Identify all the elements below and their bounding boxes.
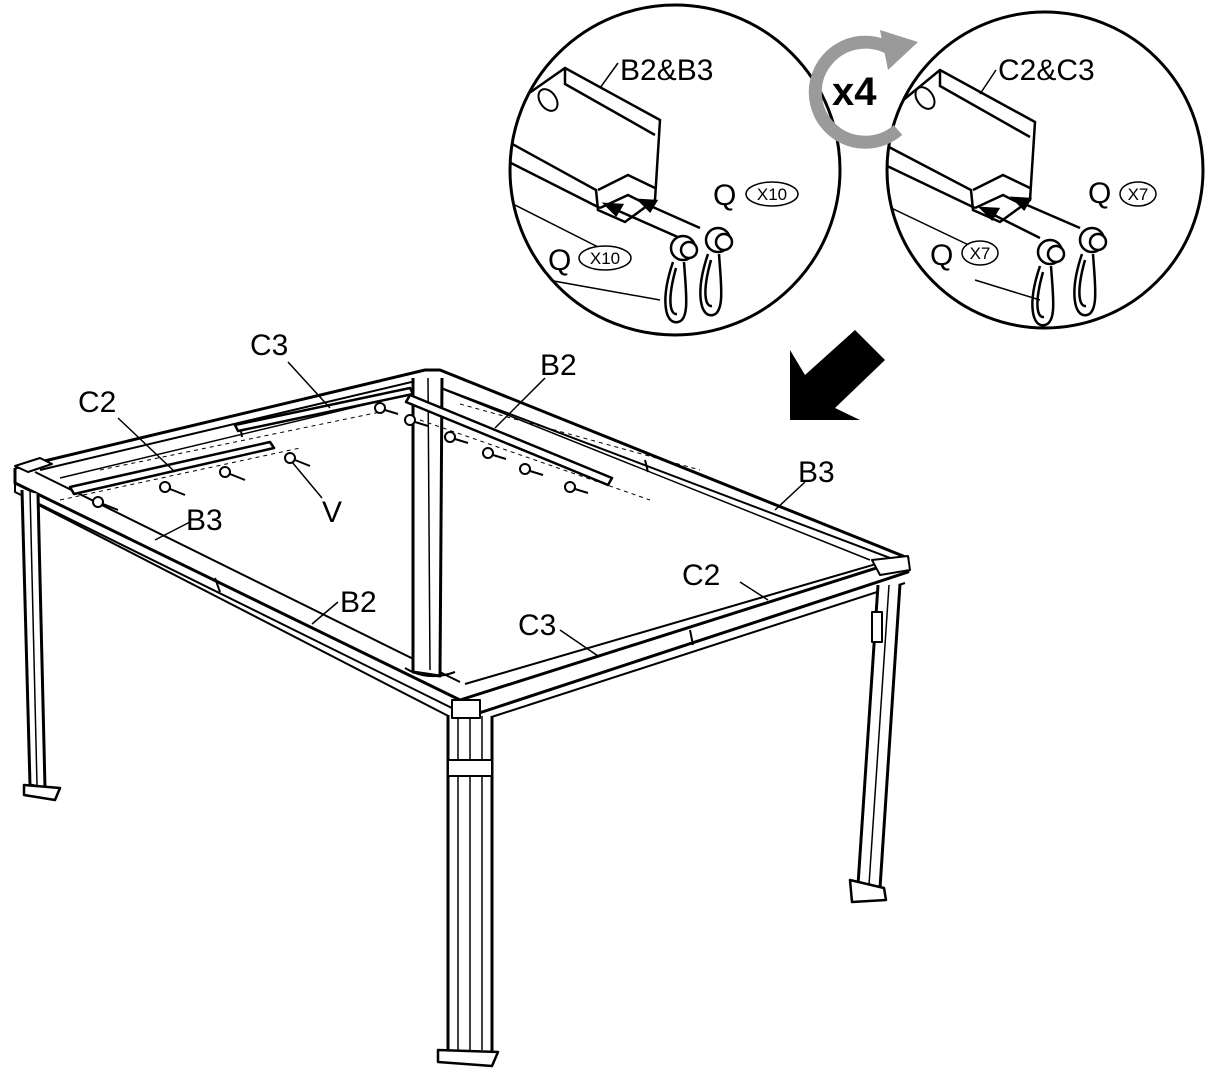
label-v-screw: V (322, 496, 342, 529)
detail-right-clip-count-top: X7 (1128, 185, 1149, 204)
repeat-count: x4 (832, 70, 877, 114)
rail-profile-left (510, 66, 662, 301)
direction-arrow-icon (790, 330, 885, 420)
detail-left-clip-count-top: X10 (757, 185, 787, 204)
screw-v-group (92, 402, 589, 511)
screw-icon (444, 431, 469, 444)
gazebo-frame (13, 368, 911, 1068)
detail-left-clip-count-bottom: X10 (590, 249, 620, 268)
screw-icon (159, 481, 186, 496)
rail-profile-right (887, 68, 1041, 301)
label-c2-right: C2 (682, 559, 720, 592)
screw-icon (404, 414, 429, 427)
detail-right-part-label: C2&C3 (998, 54, 1095, 87)
screw-icon (92, 496, 119, 511)
screw-icon (482, 447, 507, 460)
screw-icon (374, 402, 399, 415)
clip-q-icon (1031, 226, 1108, 327)
insert-arrows-left (601, 198, 701, 240)
detail-right-clip-letter-bottom: Q (930, 239, 953, 272)
label-c3-front: C3 (518, 609, 556, 642)
detail-circle-left: B2&B3 Q X10 Q X10 (508, 3, 842, 337)
insert-arrows-right (977, 196, 1081, 240)
label-c3-back: C3 (250, 329, 288, 362)
label-b2-front: B2 (340, 586, 377, 619)
detail-left-clip-letter-top: Q (713, 179, 736, 212)
detail-right-clip-letter-top: Q (1088, 177, 1111, 210)
clip-q-icon (664, 226, 734, 324)
screw-icon (519, 463, 544, 476)
leader-lines (117, 361, 806, 657)
detail-circle-right: C2&C3 Q X7 Q X7 (885, 10, 1205, 330)
screw-icon (219, 466, 246, 481)
label-b3-left: B3 (186, 504, 223, 537)
screw-icon (564, 481, 589, 494)
repeat-arrow: x4 (808, 30, 918, 149)
detail-right-clip-count-bottom: X7 (970, 244, 991, 263)
label-c2-left: C2 (78, 386, 116, 419)
detail-left-part-label: B2&B3 (620, 54, 713, 87)
label-b3-right: B3 (798, 456, 835, 489)
label-b2-back: B2 (540, 349, 577, 382)
screw-icon (284, 452, 311, 467)
detail-left-clip-letter-bottom: Q (548, 244, 571, 277)
